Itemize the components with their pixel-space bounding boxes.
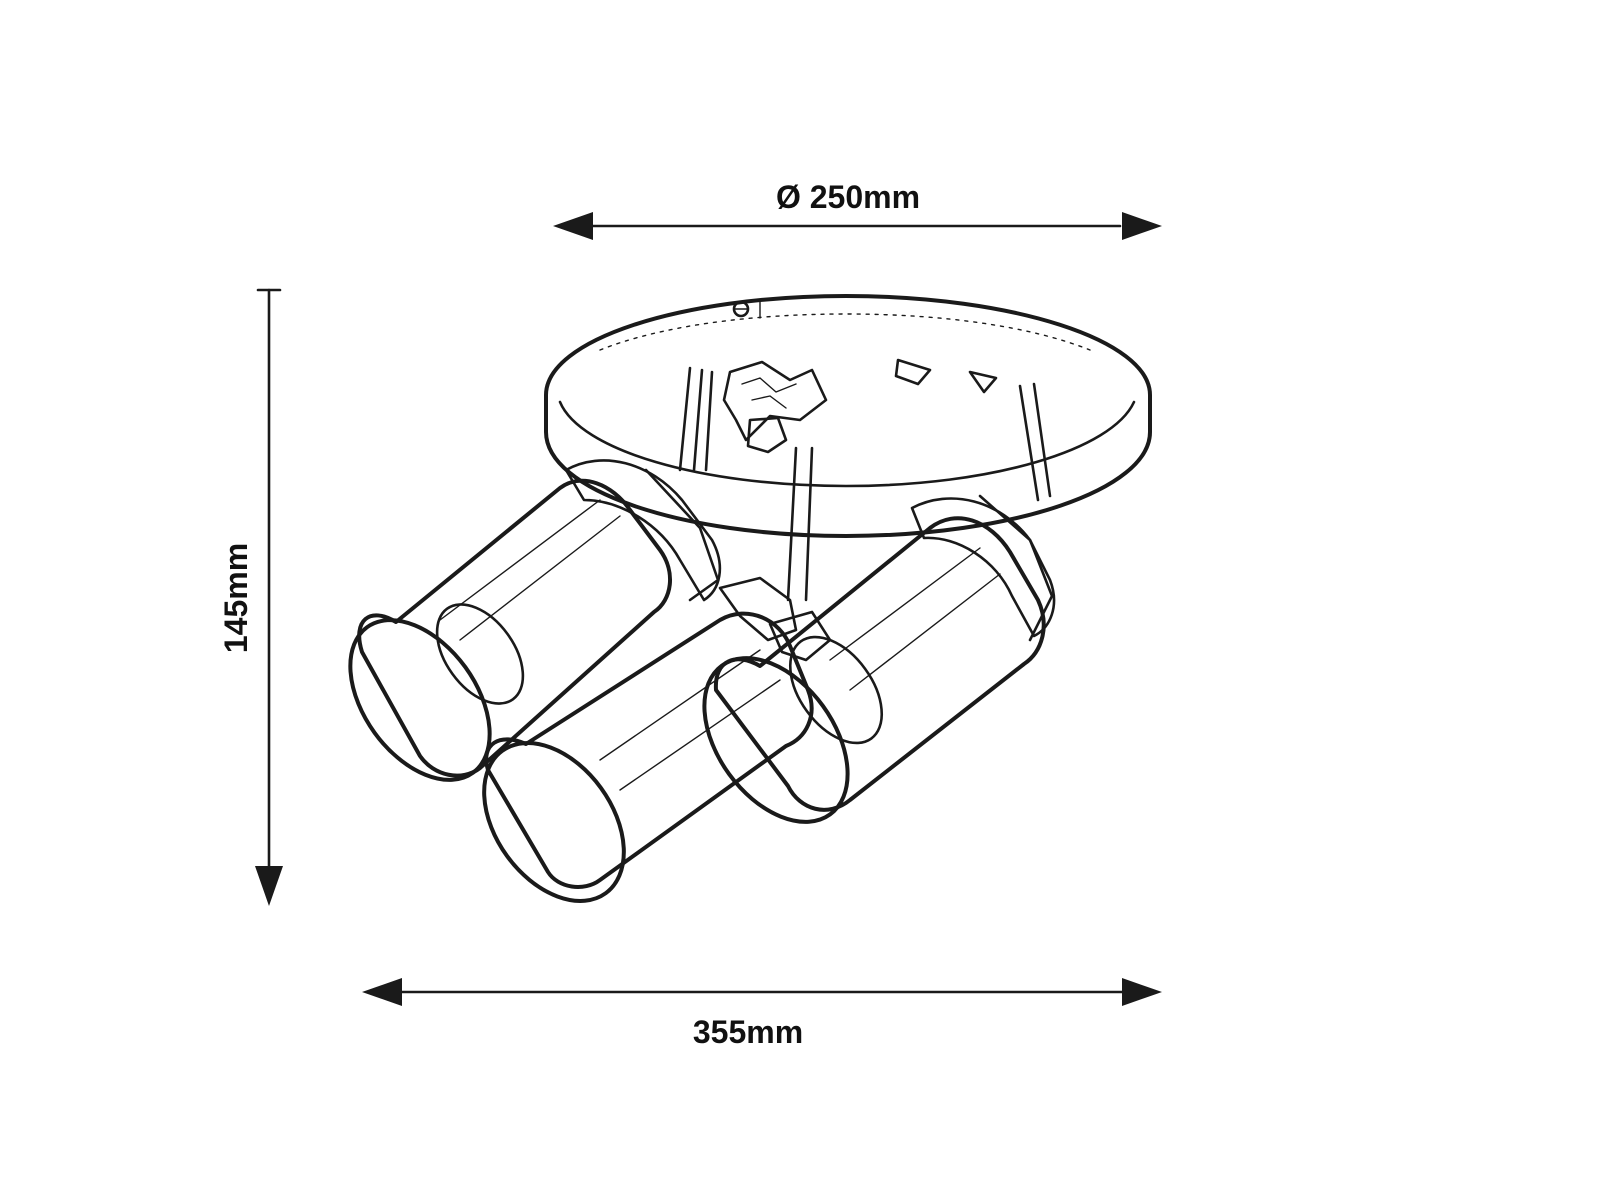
- width-dimension: 355mm: [362, 978, 1162, 1050]
- height-dimension: 145mm: [218, 288, 283, 906]
- lamp-head-middle: [482, 576, 814, 903]
- width-label: 355mm: [693, 1014, 803, 1050]
- width-arrow-left: [362, 978, 402, 1006]
- diameter-arrow-right: [1122, 212, 1162, 240]
- screw: [732, 300, 750, 318]
- diameter-label: Ø 250mm: [776, 179, 920, 215]
- width-arrow-right: [1122, 978, 1162, 1006]
- ceiling-base-plate: [544, 294, 1152, 538]
- diameter-arrow-left: [553, 212, 593, 240]
- mounting-stems: [678, 358, 1052, 602]
- height-arrow-bottom: [255, 866, 283, 906]
- lamp-illustration: [348, 294, 1152, 903]
- height-label: 145mm: [218, 543, 254, 653]
- lamp-head-right: [702, 494, 1056, 824]
- lamp-head-left: [348, 459, 722, 782]
- diameter-dimension: Ø 250mm: [553, 179, 1162, 240]
